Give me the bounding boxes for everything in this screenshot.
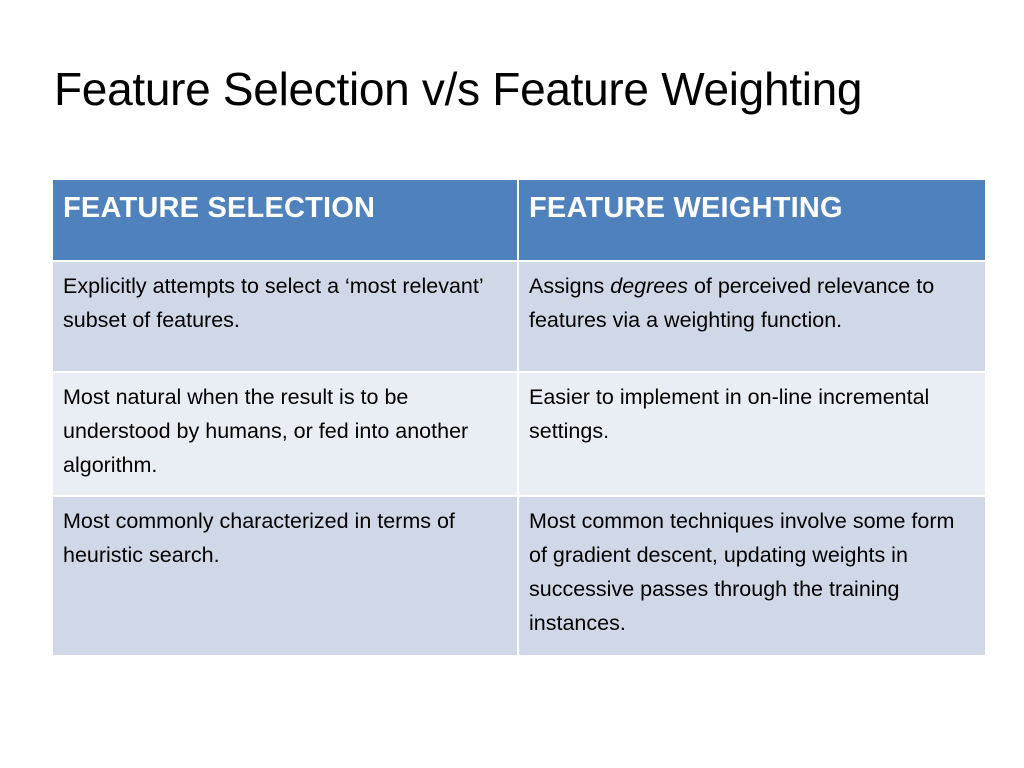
comparison-table: FEATURE SELECTION FEATURE WEIGHTING Expl… — [51, 178, 987, 657]
weighting-emphasis: degrees — [610, 274, 688, 298]
weighting-cell: Assigns degrees of perceived relevance t… — [517, 260, 987, 373]
weighting-text-before: Assigns — [529, 274, 611, 298]
weighting-cell: Most common techniques involve some form… — [517, 495, 987, 657]
table-row: Explicitly attempts to select a ‘most re… — [51, 260, 987, 373]
weighting-text-after: of perceived relevance to features via a… — [529, 274, 935, 332]
table-row: Most commonly characterized in terms of … — [51, 495, 987, 657]
selection-cell: Most natural when the result is to be un… — [51, 371, 519, 497]
weighting-cell: Easier to implement in on-line increment… — [517, 371, 987, 497]
header-feature-weighting: FEATURE WEIGHTING — [517, 178, 987, 262]
table-row: Most natural when the result is to be un… — [51, 371, 987, 497]
table-body: Explicitly attempts to select a ‘most re… — [51, 260, 987, 657]
table-header: FEATURE SELECTION FEATURE WEIGHTING — [51, 178, 987, 262]
selection-cell: Explicitly attempts to select a ‘most re… — [51, 260, 519, 373]
selection-cell: Most commonly characterized in terms of … — [51, 495, 519, 657]
header-feature-selection: FEATURE SELECTION — [51, 178, 519, 262]
header-row: FEATURE SELECTION FEATURE WEIGHTING — [51, 178, 987, 262]
slide-title: Feature Selection v/s Feature Weighting — [54, 63, 863, 115]
